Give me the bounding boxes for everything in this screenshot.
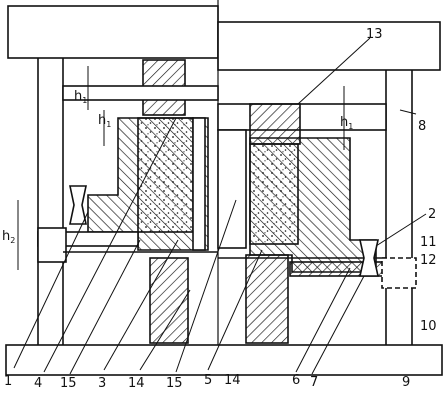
dim-label-h1-mid: h1 (98, 113, 111, 129)
top-plate-right (217, 21, 441, 71)
label-11: 11 (420, 235, 437, 250)
right-side-block (381, 257, 417, 289)
leader-6 (295, 267, 351, 373)
leader-8 (399, 109, 417, 115)
pulley-left (69, 185, 87, 225)
leader-4 (43, 117, 177, 373)
base-plate (5, 344, 443, 376)
lower-punch-right (245, 254, 289, 344)
central-insert (217, 129, 247, 249)
label-12: 12 (420, 253, 437, 268)
lower-punch-left (149, 257, 189, 344)
dim-label-h1-right: h1 (340, 115, 353, 131)
leader-13 (297, 37, 371, 105)
upper-beam-right (217, 103, 387, 131)
right-powder-cavity (249, 143, 299, 245)
left-side-block (37, 227, 67, 263)
label-7: 7 (310, 375, 318, 390)
label-14b: 14 (224, 373, 241, 388)
leader-5 (207, 249, 263, 371)
left-cavity-liner (192, 117, 206, 251)
leader-14a (139, 289, 191, 371)
label-15a: 15 (60, 376, 77, 391)
leader-7 (311, 275, 365, 375)
label-13: 13 (366, 27, 383, 42)
upper-beam-left (62, 85, 219, 101)
label-4: 4 (34, 376, 42, 391)
leader-2 (375, 213, 427, 247)
label-14a: 14 (128, 376, 145, 391)
dim-label-h2: h2 (2, 229, 15, 245)
leader-15b (175, 199, 237, 373)
label-6: 6 (292, 373, 300, 388)
leader-3 (103, 239, 179, 371)
label-2: 2 (428, 207, 436, 222)
label-10: 10 (420, 319, 437, 334)
label-15b: 15 (166, 376, 183, 391)
label-8: 8 (418, 119, 426, 134)
label-1: 1 (4, 374, 12, 389)
label-5: 5 (204, 373, 212, 388)
top-plate-left (7, 5, 219, 59)
leader-15a (69, 239, 141, 375)
dim-label-h1-top: h1 (74, 89, 87, 105)
leader-1 (13, 211, 89, 369)
pulley-right (359, 239, 379, 277)
label-9: 9 (402, 375, 410, 390)
label-3: 3 (98, 376, 106, 391)
